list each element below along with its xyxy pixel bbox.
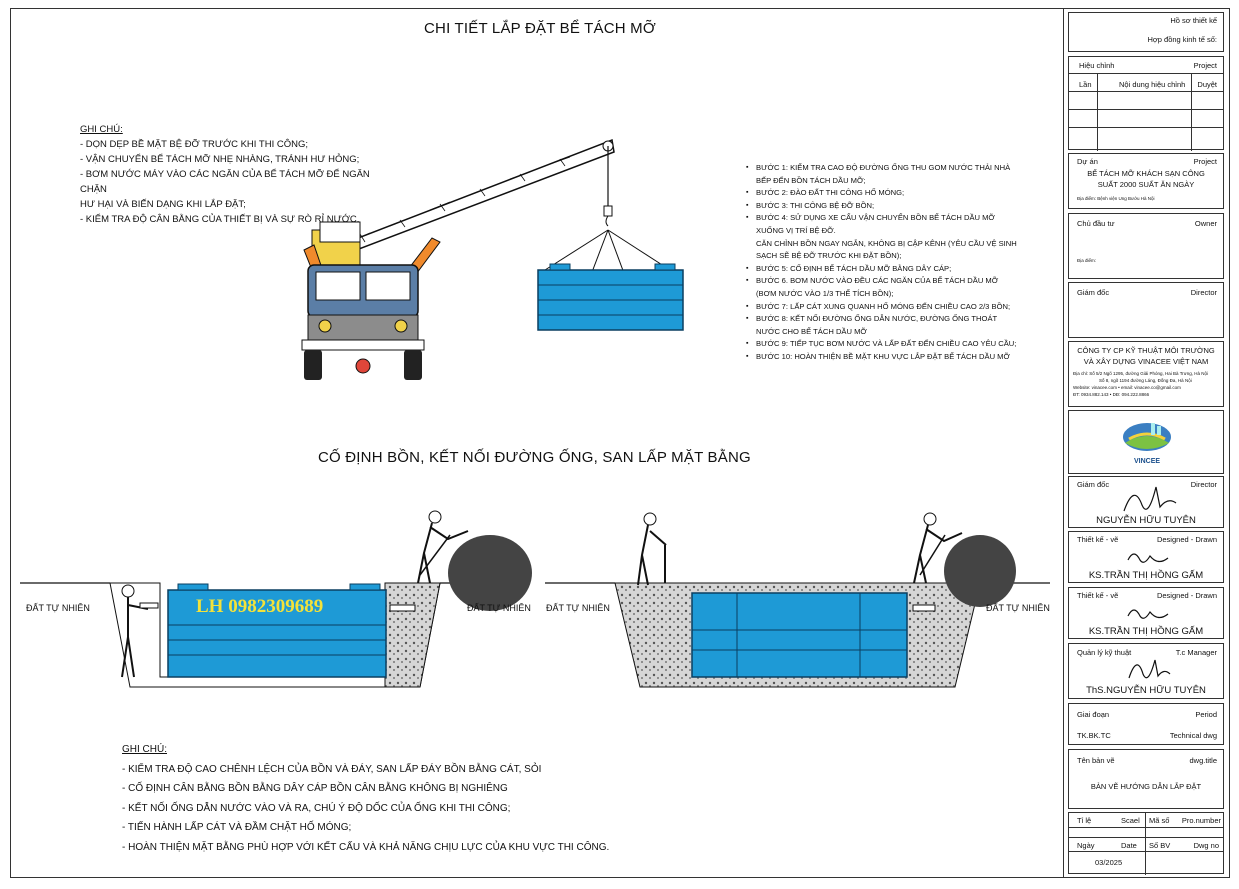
notes-top-heading: GHI CHÚ: [80,124,123,135]
crane-truck-illustration [301,138,684,380]
hook [605,215,609,227]
note-line: - CỐ ĐỊNH CÂN BẰNG BỒN BẰNG DÂY CÁP BỒN … [122,783,508,794]
crane-boom [328,138,615,262]
tb-drawing-title: Tên bản vẽ dwg.title BẢN VẼ HƯỚNG DẪN LẮ… [1068,749,1224,809]
titleblock-frame [1063,8,1231,878]
worker-shoveling [417,510,469,584]
note-line: - TIẾN HÀNH LẤP CÁT VÀ ĐẦM CHẶT HỐ MÓNG; [122,822,352,833]
note-line: HƯ HẠI VÀ BIẾN DẠNG KHI LẮP ĐẶT; [80,199,246,210]
step-item: BƯỚC 7: LẤP CÁT XUNG QUANH HỐ MÓNG ĐẾN C… [746,301,1046,314]
tb-director-sign: Giám đốc Director NGUYỄN HỮU TUYÊN [1068,476,1224,528]
truck-windshield-right [365,271,411,301]
tank-manhole [654,263,676,271]
section-left [20,510,532,688]
tb-company: CÔNG TY CP KỸ THUẬT MÔI TRƯỜNG VÀ XÂY DỰ… [1068,341,1224,407]
drawing-sheet [10,8,1230,878]
notes-top: GHI CHÚ: - DỌN DẸP BỀ MẶT BỆ ĐỠ TRƯỚC KH… [80,122,380,227]
steps-list: BƯỚC 1: KIỂM TRA CAO ĐỘ ĐƯỜNG ỐNG THU GO… [746,162,1046,364]
watermark-phone: LH 0982309689 [196,596,324,617]
tb-logo: VINCEE [1068,410,1224,474]
outlet-pipe [389,604,416,612]
note-line: - KIỂM TRA ĐỘ CAO CHÊNH LỆCH CỦA BỒN VÀ … [122,763,542,775]
notes-bottom-heading: GHI CHÚ: [122,744,167,755]
signature [1127,609,1169,619]
note-line: - KẾT NỐI ỐNG DẪN NƯỚC VÀO VÀ RA, CHÚ Ý … [122,802,511,814]
signature [1128,659,1171,679]
backfill-gravel [384,582,441,688]
step-item: BƯỚC 5: CỐ ĐỊNH BỂ TÁCH DẦU MỠ BẰNG DÂY … [746,263,1046,276]
top-title: CHI TIẾT LẮP ĐẶT BỂ TÁCH MỠ [424,20,656,37]
tb-hoso: Hồ sơ thiết kế Hợp đồng kinh tế số: [1068,12,1224,52]
signature [1127,553,1169,563]
tb-owner: Chủ đầu tư Owner Địa điểm: [1068,213,1224,279]
tow-hook [355,358,371,374]
worker-compactor [637,512,667,586]
tank-manhole [177,583,209,591]
notes-bottom: GHI CHÚ: - KIỂM TRA ĐỘ CAO CHÊNH LỆCH CỦ… [122,740,642,857]
step-item: BƯỚC 10: HOÀN THIỆN BỀ MẶT KHU VỰC LẮP Đ… [746,351,1046,364]
truck-windshield-left [315,271,361,301]
headlight-right [394,319,408,333]
tb-scale-date: Tỉ lệ Scael Mã số Pro.number Ngày Date S… [1068,812,1224,875]
section-right [545,512,1050,688]
tb-period: Giai đoạn Period TK.BK.TC Technical dwg [1068,703,1224,745]
crane-cab-window [319,221,361,243]
step-item: BƯỚC 4: SỬ DỤNG XE CẨU VẬN CHUYỂN BỒN BỂ… [746,212,1046,262]
signature [1123,486,1177,512]
note-line: - HOÀN THIỆN MẶT BẰNG PHÙ HỢP VỚI KẾT CẤ… [122,841,610,853]
tb-designer1: Thiết kế - vẽ Designed - Drawn KS.TRẦN T… [1068,531,1224,583]
sand-pile [448,535,532,611]
ground-label: ĐẤT TỰ NHIÊN [467,603,531,613]
installed-tank [691,592,908,678]
crane-boom-lattice [349,156,571,243]
step-item: BƯỚC 1: KIỂM TRA CAO ĐỘ ĐƯỜNG ỐNG THU GO… [746,162,1046,187]
hook-block [603,205,613,217]
ground-label: ĐẤT TỰ NHIÊN [986,603,1050,613]
note-line: - KIỂM TRA ĐỘ CÂN BẰNG CỦA THIẾT BỊ VÀ S… [80,214,360,225]
step-item: BƯỚC 9: TIẾP TỤC BƠM NƯỚC VÀ LẤP ĐẤT ĐẾN… [746,338,1046,351]
company-logo: VINCEE [1123,423,1171,465]
ground-label: ĐẤT TỰ NHIÊN [546,603,610,613]
worker-pipe [121,584,159,678]
tb-revisions: Hiệu chỉnh Project Lần Nội dung hiệu chỉ… [1068,56,1224,151]
tank-manhole [549,263,571,271]
step-item: BƯỚC 2: ĐÀO ĐẤT THI CÔNG HỐ MÓNG; [746,187,1046,200]
tb-manager: Quản lý kỹ thuật T.c Manager ThS.NGUYỄN … [1068,643,1224,699]
svg-text:VINCEE: VINCEE [1134,458,1160,465]
headlight-left [318,319,332,333]
note-line: - VẬN CHUYỂN BỂ TÁCH MỠ NHẸ NHÀNG, TRÁNH… [80,154,360,165]
step-item: BƯỚC 8: KẾT NỐI ĐƯỜNG ỐNG DẪN NƯỚC, ĐƯỜN… [746,313,1046,338]
tank-manhole [349,583,381,591]
step-item: BƯỚC 6. BƠM NƯỚC VÀO ĐỀU CÁC NGĂN CỦA BỂ… [746,275,1046,300]
ground-label: ĐẤT TỰ NHIÊN [26,603,90,613]
installed-tank [167,589,387,678]
tb-director: Giám đốc Director [1068,282,1224,338]
tb-project: Dự án Project BỂ TÁCH MỠ KHÁCH SẠN CÔNG … [1068,153,1224,209]
wheel-left [304,350,322,380]
step-item: BƯỚC 3: THI CÔNG BỆ ĐỠ BỒN; [746,200,1046,213]
wheel-right [404,350,422,380]
note-line: - DỌN DẸP BỀ MẶT BỆ ĐỠ TRƯỚC KHI THI CÔN… [80,139,308,150]
note-line: - BƠM NƯỚC MÁY VÀO CÁC NGĂN CỦA BỂ TÁCH … [80,169,370,195]
sand-pile [944,535,1016,607]
tb-designer2: Thiết kế - vẽ Designed - Drawn KS.TRẦN T… [1068,587,1224,639]
installation-section-diagram [20,510,1050,688]
bottom-title: CỐ ĐỊNH BỒN, KẾT NỐI ĐƯỜNG ỐNG, SAN LẤP … [318,449,751,466]
outlet-pipe [912,604,936,612]
truck-bumper [301,339,425,351]
worker-shoveling [913,512,963,584]
